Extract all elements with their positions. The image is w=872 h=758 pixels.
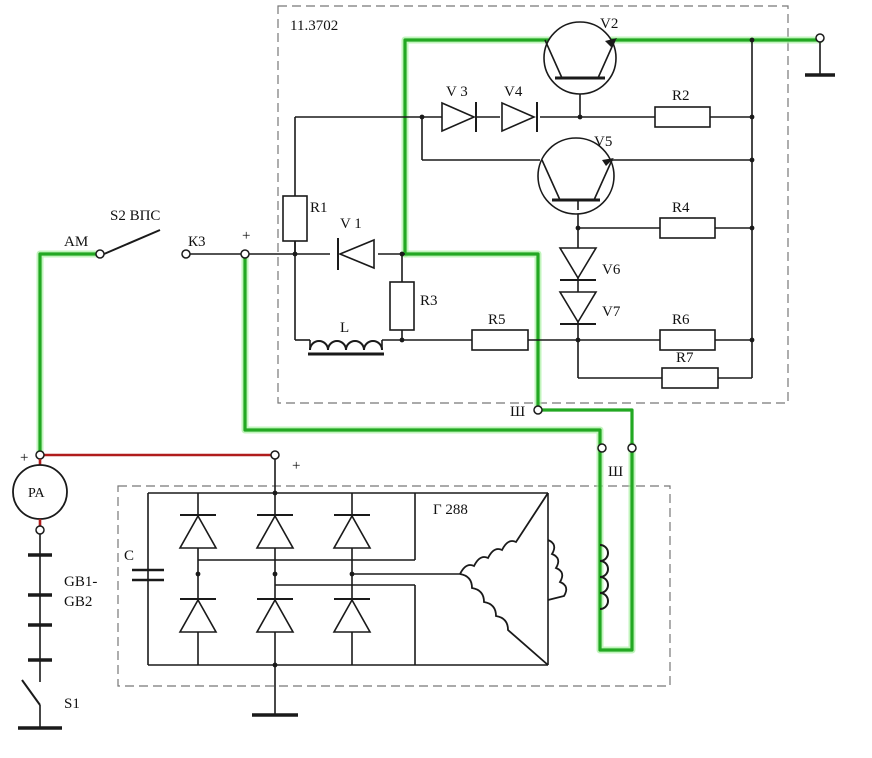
- inductor-l: [308, 340, 384, 356]
- transistor-v2: [543, 21, 617, 95]
- label-l: L: [340, 320, 349, 336]
- transistor-v5: [537, 137, 615, 215]
- label-v2: V2: [600, 16, 618, 32]
- label-regulator: 11.3702: [290, 18, 338, 34]
- diode-v6: [558, 247, 598, 281]
- label-v3: V 3: [446, 84, 468, 100]
- resistor-r1: [282, 195, 308, 242]
- label-am: АМ: [64, 234, 88, 250]
- label-r4: R4: [672, 200, 690, 216]
- excitation-circuit-highlight: [36, 36, 824, 654]
- stator-windings: [198, 492, 568, 666]
- switch-s1: [18, 679, 62, 730]
- generator-enclosure: [117, 485, 671, 687]
- resistor-r5: [471, 329, 529, 351]
- label-k3: К3: [188, 234, 206, 250]
- label-gb1: GB1-: [64, 574, 97, 590]
- rectifier-bridge: [147, 459, 415, 717]
- diode-v4: [501, 101, 538, 133]
- label-r5: R5: [488, 312, 506, 328]
- resistor-r2: [654, 106, 711, 128]
- label-v5: V5: [594, 134, 612, 150]
- label-r3: R3: [420, 293, 438, 309]
- label-sh-top: Ш: [510, 404, 525, 420]
- regulator-enclosure: [277, 5, 789, 404]
- label-v4: V4: [504, 84, 523, 100]
- label-s2: S2 ВПС: [110, 208, 160, 224]
- terminal-sh-regulator: [533, 405, 543, 415]
- label-v6: V6: [602, 262, 621, 278]
- label-r2: R2: [672, 88, 690, 104]
- field-winding: [599, 544, 609, 610]
- label-sh-bottom: Ш: [608, 464, 623, 480]
- diode-v3: [441, 101, 500, 133]
- label-r7: R7: [676, 350, 694, 366]
- resistor-r4: [659, 217, 716, 239]
- switch-s2: [95, 229, 250, 259]
- label-plus-generator: +: [292, 458, 300, 474]
- diode-v7: [558, 291, 598, 325]
- capacitor-c: [132, 568, 164, 582]
- label-pa: PA: [28, 486, 46, 501]
- label-v1: V 1: [340, 216, 362, 232]
- resistor-r7: [661, 367, 719, 389]
- label-c: C: [124, 548, 134, 564]
- resistor-r3: [389, 281, 415, 331]
- label-plus-regulator: +: [242, 228, 250, 244]
- label-gb2: GB2: [64, 594, 92, 610]
- resistor-r6: [659, 329, 716, 351]
- label-v7: V7: [602, 304, 621, 320]
- label-r1: R1: [310, 200, 328, 216]
- label-r6: R6: [672, 312, 690, 328]
- terminal-sh-generator-a: [597, 443, 607, 453]
- battery-gb: [28, 534, 52, 682]
- ammeter-pa: [12, 459, 68, 535]
- label-s1: S1: [64, 696, 80, 712]
- label-generator: Г 288: [433, 502, 468, 518]
- diode-v1: [337, 238, 375, 270]
- label-plus-ammeter: +: [20, 450, 28, 466]
- terminal-sh-generator-b: [627, 443, 637, 453]
- terminal-ground: [815, 33, 825, 43]
